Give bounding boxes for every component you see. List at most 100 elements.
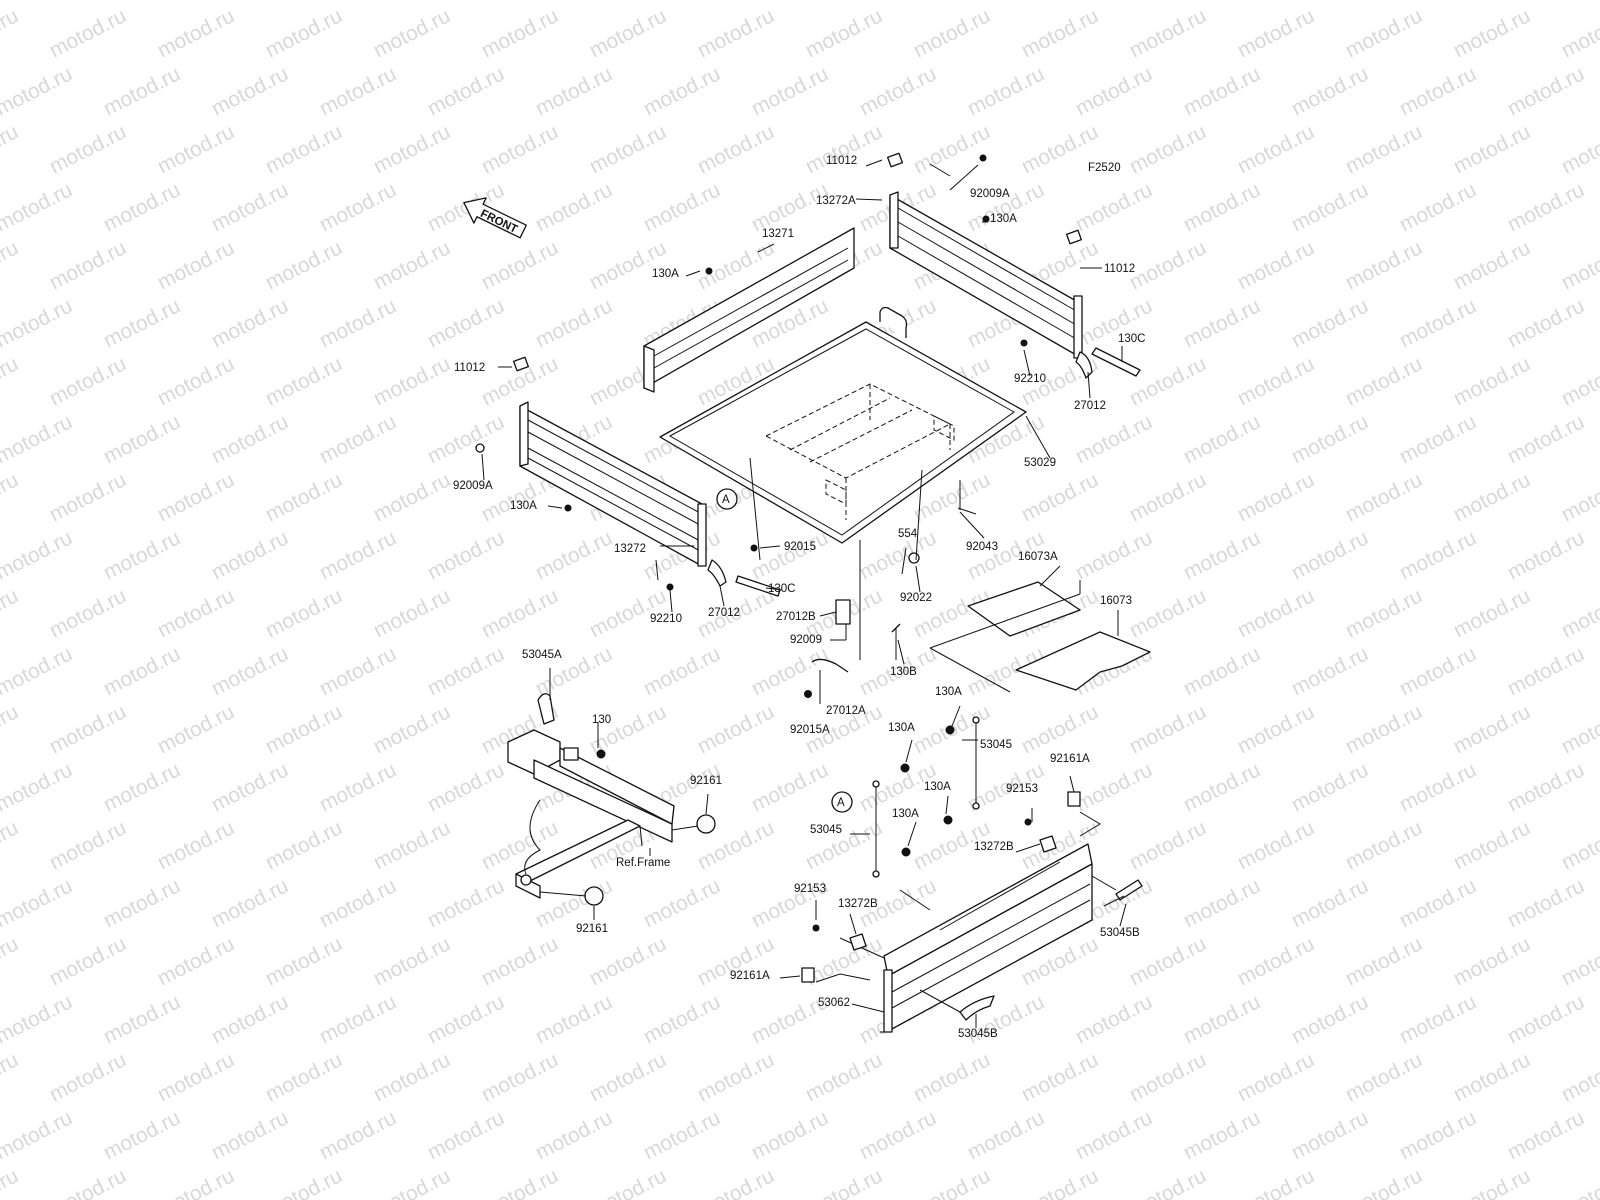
watermark-text: motod.ru xyxy=(1450,236,1534,294)
support-cables xyxy=(850,705,980,878)
watermark-text: motod.ru xyxy=(1180,294,1264,352)
watermark-text: motod.ru xyxy=(1342,120,1426,178)
watermark-text: motod.ru xyxy=(478,1048,562,1106)
watermark-text: motod.ru xyxy=(1342,236,1426,294)
watermark-text: motod.ru xyxy=(856,1106,940,1164)
watermark-text: motod.ru xyxy=(1288,178,1372,236)
watermark-text: motod.ru xyxy=(1450,584,1534,642)
watermark-text: motod.ru xyxy=(640,990,724,1048)
part-label-p53045B_b: 53045B xyxy=(958,1028,998,1040)
svg-text:A: A xyxy=(837,797,845,809)
watermark-text: motod.ru xyxy=(1504,758,1588,816)
watermark-text: motod.ru xyxy=(100,178,184,236)
part-label-p130A_m: 130A xyxy=(510,500,537,512)
part-label-pRefFrame: Ref.Frame xyxy=(616,857,670,869)
watermark-text: motod.ru xyxy=(802,1164,886,1200)
watermark-text: motod.ru xyxy=(46,236,130,294)
part-label-p53045_r: 53045 xyxy=(980,739,1012,751)
part-label-p92009A_r: 92009A xyxy=(970,188,1010,200)
watermark-text: motod.ru xyxy=(802,120,886,178)
watermark-text: motod.ru xyxy=(478,932,562,990)
watermark-text: motod.ru xyxy=(262,700,346,758)
watermark-text: motod.ru xyxy=(316,990,400,1048)
watermark-text: motod.ru xyxy=(1126,236,1210,294)
part-label-p13272A: 13272A xyxy=(816,195,856,207)
leader-lines xyxy=(481,159,1123,704)
watermark-text: motod.ru xyxy=(316,642,400,700)
watermark-text: motod.ru xyxy=(1342,1164,1426,1200)
watermark-text: motod.ru xyxy=(1396,178,1480,236)
watermark-text: motod.ru xyxy=(1288,62,1372,120)
watermark-text: motod.ru xyxy=(694,120,778,178)
watermark-text: motod.ru xyxy=(0,1106,76,1164)
watermark-text: motod.ru xyxy=(1504,874,1588,932)
watermark-text: motod.ru xyxy=(586,932,670,990)
watermark-text: motod.ru xyxy=(424,0,508,4)
watermark-text: motod.ru xyxy=(748,62,832,120)
watermark-text: motod.ru xyxy=(424,526,508,584)
watermark-text: motod.ru xyxy=(0,816,22,874)
watermark-text: motod.ru xyxy=(748,758,832,816)
part-label-p554: 554 xyxy=(898,528,918,540)
watermark-text: motod.ru xyxy=(802,1048,886,1106)
watermark-text: motod.ru xyxy=(694,1164,778,1200)
watermark-text: motod.ru xyxy=(640,0,724,4)
watermark-text: motod.ru xyxy=(100,62,184,120)
watermark-text: motod.ru xyxy=(316,758,400,816)
watermark-text: motod.ru xyxy=(1558,1048,1600,1106)
watermark-text: motod.ru xyxy=(1288,526,1372,584)
part-label-p53045A: 53045A xyxy=(522,649,562,661)
part-label-p130A_r: 130A xyxy=(990,213,1017,225)
tailgate-53062 xyxy=(839,843,1093,1033)
watermark-text: motod.ru xyxy=(1288,410,1372,468)
watermark-text: motod.ru xyxy=(1558,1164,1600,1200)
bed-front-wall-13271 xyxy=(643,227,855,393)
watermark-text: motod.ru xyxy=(154,816,238,874)
watermark-text: motod.ru xyxy=(1234,1048,1318,1106)
watermark-text: motod.ru xyxy=(1396,62,1480,120)
watermark-text: motod.ru xyxy=(1234,816,1318,874)
watermark-text: motod.ru xyxy=(1126,352,1210,410)
watermark-text: motod.ru xyxy=(424,294,508,352)
watermark-text: motod.ru xyxy=(1558,584,1600,642)
watermark-text: motod.ru xyxy=(1288,0,1372,4)
watermark-text: motod.ru xyxy=(1504,526,1588,584)
watermark-text: motod.ru xyxy=(262,4,346,62)
watermark-text: motod.ru xyxy=(1342,932,1426,990)
part-label-p53045_l: 53045 xyxy=(810,824,842,836)
watermark-text: motod.ru xyxy=(1288,874,1372,932)
part-label-p13272B_r: 13272B xyxy=(974,841,1014,853)
part-label-p92022: 92022 xyxy=(900,592,932,604)
watermark-text: motod.ru xyxy=(100,758,184,816)
watermark-text: motod.ru xyxy=(424,410,508,468)
watermark-text: motod.ru xyxy=(262,1048,346,1106)
watermark-text: motod.ru xyxy=(1450,816,1534,874)
watermark-text: motod.ru xyxy=(1504,0,1588,4)
watermark-text: motod.ru xyxy=(1342,468,1426,526)
watermark-text: motod.ru xyxy=(208,0,292,4)
watermark-text: motod.ru xyxy=(586,236,670,294)
watermark-text: motod.ru xyxy=(154,700,238,758)
watermark-text: motod.ru xyxy=(1234,468,1318,526)
watermark-text: motod.ru xyxy=(0,932,22,990)
watermark-text: motod.ru xyxy=(640,874,724,932)
part-label-p130A_b4: 130A xyxy=(892,808,919,820)
part-label-p16073: 16073 xyxy=(1100,595,1132,607)
part-label-p92153_r: 92153 xyxy=(1006,783,1038,795)
part-label-p92210_l: 92210 xyxy=(650,613,682,625)
callout-a-bottom: A xyxy=(831,791,853,813)
watermark-text: motod.ru xyxy=(1342,4,1426,62)
watermark-text: motod.ru xyxy=(802,4,886,62)
watermark-text: motod.ru xyxy=(316,178,400,236)
watermark-text: motod.ru xyxy=(100,526,184,584)
watermark-text: motod.ru xyxy=(1288,758,1372,816)
watermark-text: motod.ru xyxy=(1558,4,1600,62)
part-label-p130A_l: 130A xyxy=(652,268,679,280)
watermark-text: motod.ru xyxy=(424,1106,508,1164)
watermark-text: motod.ru xyxy=(1180,178,1264,236)
watermark-text: motod.ru xyxy=(316,874,400,932)
part-label-p92009A_l: 92009A xyxy=(453,480,493,492)
watermark-text: motod.ru xyxy=(208,526,292,584)
watermark-text: motod.ru xyxy=(1126,468,1210,526)
watermark-text: motod.ru xyxy=(154,236,238,294)
